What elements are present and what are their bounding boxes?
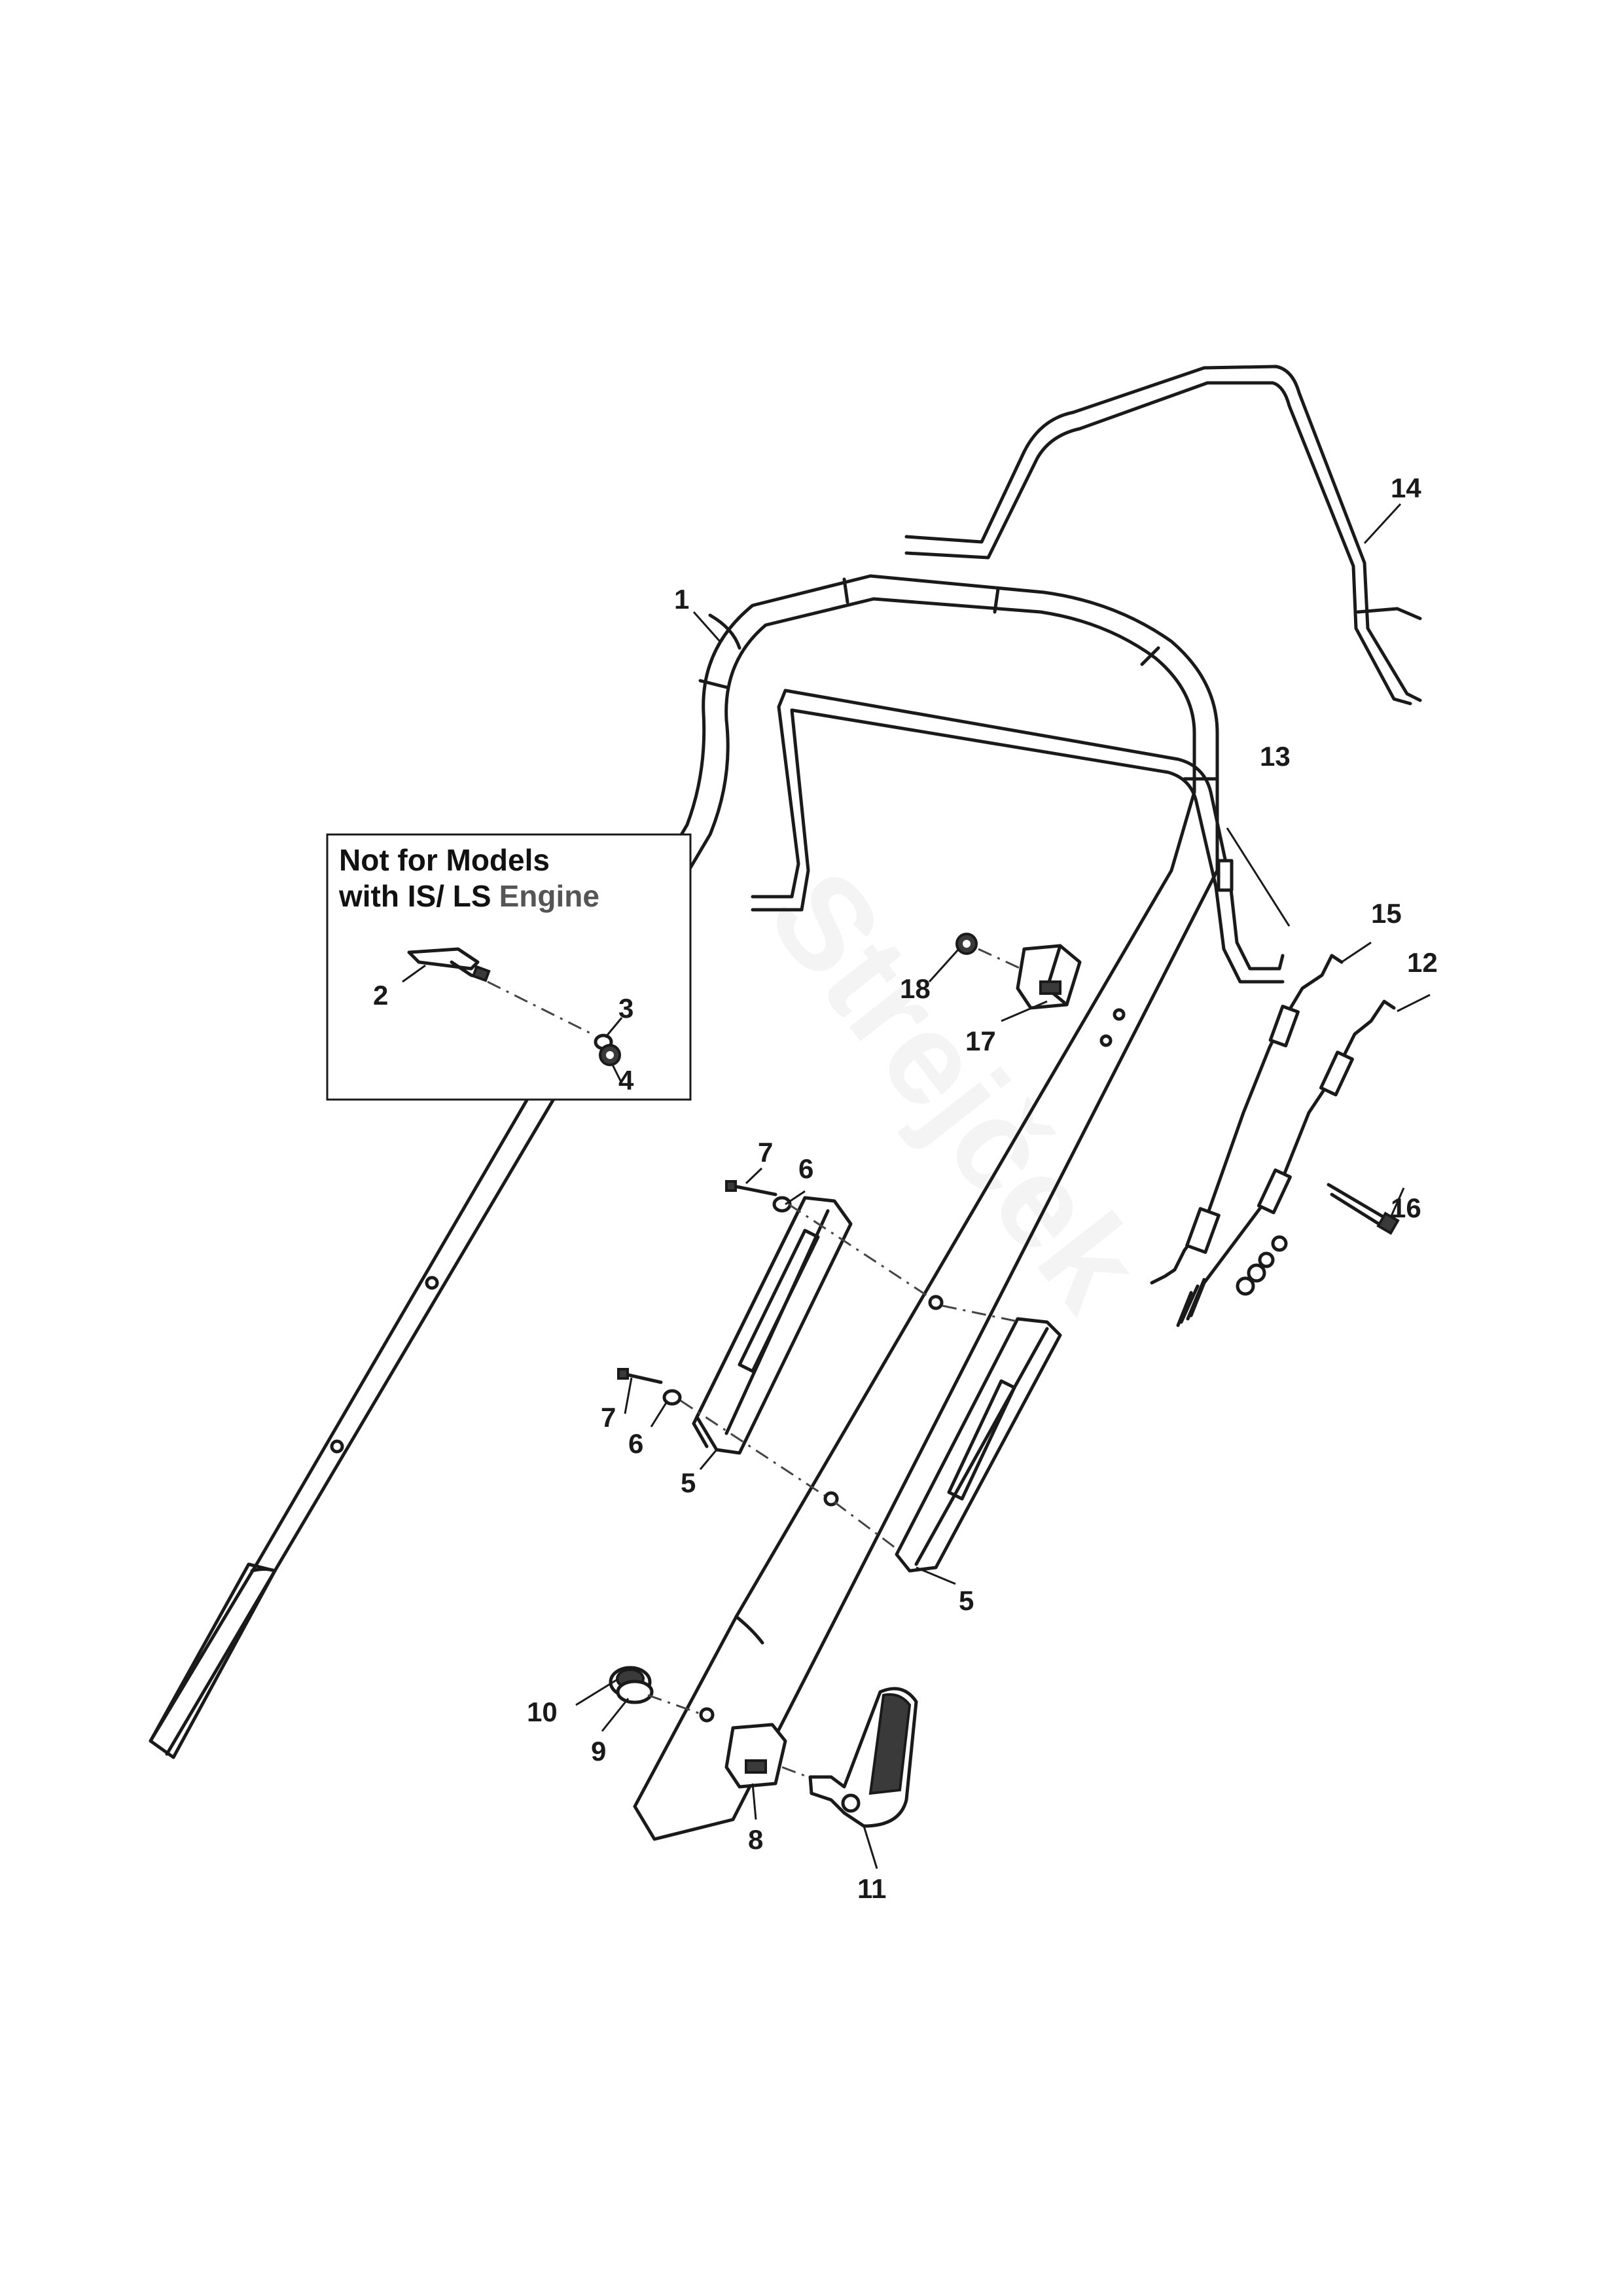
callout-5-left: 5 [681, 1467, 696, 1498]
callout-1: 1 [674, 584, 689, 615]
part-6-washer-upper [772, 1196, 792, 1213]
callout-4: 4 [618, 1065, 634, 1096]
note-line-1: Not for Models [339, 843, 550, 877]
part-1-main-handle [149, 574, 1219, 1841]
note-engine-word: Engine [499, 879, 599, 913]
part-7-bolt-upper [725, 1180, 777, 1196]
part-9-10-knob [609, 1666, 654, 1704]
part-11-lever [808, 1687, 918, 1828]
callout-9: 9 [591, 1736, 606, 1767]
callout-7-upper: 7 [758, 1137, 773, 1168]
callout-16: 16 [1391, 1193, 1421, 1223]
part-5-cover-right [895, 1317, 1062, 1573]
callout-14: 14 [1391, 473, 1421, 503]
note-line-2: with IS/ LS [338, 879, 491, 913]
callout-18: 18 [900, 973, 931, 1004]
part-7-bolt-lower [617, 1368, 663, 1384]
callout-8: 8 [748, 1824, 763, 1855]
callout-10: 10 [527, 1696, 558, 1727]
note-box-frame [326, 833, 692, 1101]
part-13-control-rod [751, 689, 1285, 984]
callout-11: 11 [857, 1873, 886, 1904]
part-2-clamp-lever [407, 947, 480, 971]
callout-6-lower: 6 [628, 1428, 643, 1459]
part-5-cover-left [692, 1196, 853, 1455]
callout-12: 12 [1407, 947, 1438, 978]
leader-lines [402, 503, 1431, 1869]
part-14-control-bail [904, 365, 1422, 706]
callout-3: 3 [618, 993, 633, 1024]
part-8-cable-clip [724, 1723, 787, 1789]
part-16-bolt [1327, 1183, 1400, 1235]
callout-6-upper: 6 [798, 1153, 813, 1184]
callout-7-lower: 7 [601, 1402, 616, 1433]
part-12-cable [1176, 999, 1396, 1327]
callout-5-right: 5 [959, 1585, 974, 1616]
part-15-cable [1150, 954, 1344, 1285]
callout-2: 2 [373, 980, 388, 1011]
part-6-washer-lower [662, 1389, 682, 1406]
part-16-washers [1236, 1235, 1288, 1296]
part-18-nut [955, 933, 978, 955]
callout-15: 15 [1371, 898, 1402, 929]
callout-13: 13 [1260, 741, 1291, 772]
callout-17: 17 [965, 1026, 996, 1056]
part-17-cable-clip [1016, 944, 1082, 1010]
